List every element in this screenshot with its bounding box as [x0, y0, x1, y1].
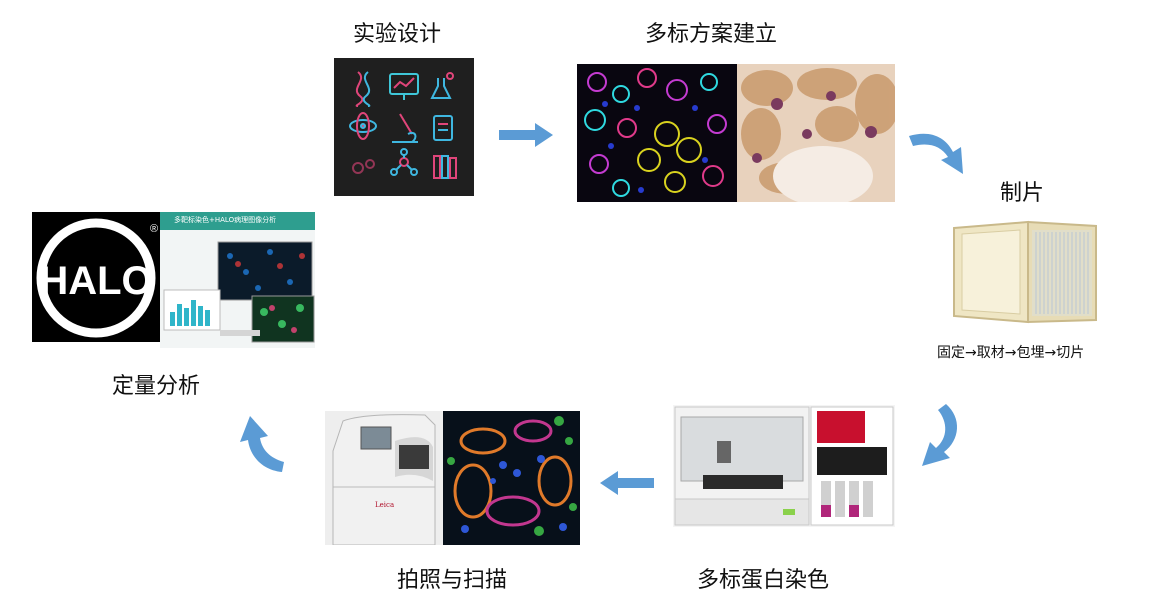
- registered-mark: ®: [150, 223, 158, 235]
- curved-arrow-down-icon: [909, 133, 963, 174]
- flask-icon: [430, 72, 454, 99]
- dna-icon: [355, 71, 371, 107]
- monitor-chart-icon: [389, 73, 419, 100]
- molecule-icon: [390, 148, 418, 176]
- books-icon: [433, 155, 457, 179]
- step-slides-label: 制片: [1000, 181, 1045, 206]
- step-analysis-label: 定量分析: [112, 374, 201, 399]
- staining-instrument-image: [673, 405, 895, 527]
- halo-banner-text: 多靶标染色+HALO病理图像分析: [174, 216, 277, 224]
- halo-logo: HALO ®: [32, 212, 160, 342]
- microscope-icon: [392, 113, 418, 143]
- arrow-left-icon: [600, 471, 654, 495]
- halo-banner: [160, 212, 315, 230]
- fluorescence-tissue-image: [577, 64, 737, 202]
- arrow-right-icon: [499, 123, 553, 147]
- halo-software-screens-image: 多靶标染色+HALO病理图像分析: [160, 212, 315, 348]
- experiment-design-icons-panel: [334, 58, 474, 196]
- atom-icon: [349, 112, 377, 140]
- step-multiplex-label: 多标方案建立: [645, 22, 778, 47]
- ihc-tissue-image: [737, 64, 895, 202]
- clipboard-icon: [433, 115, 453, 141]
- step-scanning-label: 拍照与扫描: [397, 568, 508, 593]
- curved-arrow-up-icon: [240, 416, 284, 472]
- curved-arrow-down-left-icon: [922, 404, 958, 466]
- halo-logo-text: HALO: [39, 259, 152, 303]
- leica-logo: Leica: [375, 501, 394, 509]
- drops-icon: [352, 159, 375, 174]
- step-design-label: 实验设计: [353, 22, 442, 47]
- slide-box-image: [948, 218, 1101, 328]
- step-staining-label: 多标蛋白染色: [697, 568, 830, 593]
- scanned-fluorescence-image: [443, 411, 580, 545]
- slides-process-caption: 固定→取材→包埋→切片: [937, 345, 1085, 361]
- scanner-image: Leica: [325, 411, 443, 545]
